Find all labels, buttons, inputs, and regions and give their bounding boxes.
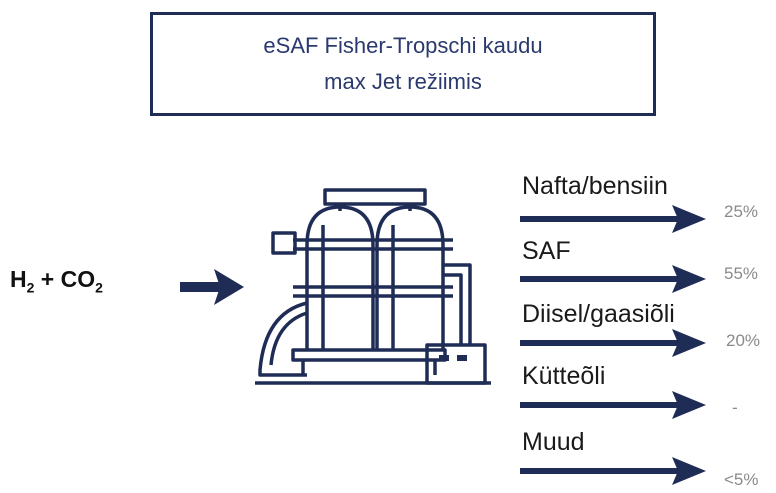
title-box: eSAF Fisher-Tropschi kaudu max Jet režii…: [150, 12, 656, 116]
product-share-nafta: 25%: [724, 202, 759, 221]
input-formula: H2 + CO2: [10, 266, 103, 296]
hydrogen-subscript: 2: [26, 279, 35, 296]
title-line-1: eSAF Fisher-Tropschi kaudu: [263, 33, 543, 58]
product-arrow-icon: [520, 329, 706, 357]
product-share-diisel: 20%: [726, 331, 761, 350]
product-label-kutteoli: Kütteõli: [522, 362, 606, 390]
product-label-muud: Muud: [522, 428, 585, 456]
product-share-saf: 55%: [724, 264, 759, 283]
input-arrow-icon: [180, 269, 244, 305]
hydrogen-symbol: H: [10, 266, 27, 292]
reactor-plant-icon: [255, 188, 491, 385]
product-label-saf: SAF: [522, 237, 571, 265]
product-arrow-icon: [520, 457, 706, 485]
product-share-kutteoli: -: [732, 398, 738, 417]
plus-sign: +: [34, 266, 61, 292]
product-label-nafta: Nafta/bensiin: [522, 172, 668, 200]
product-arrow-icon: [520, 265, 706, 293]
carbon-dioxide-symbol: CO: [60, 266, 96, 292]
product-label-diisel: Diisel/gaasiõli: [522, 300, 675, 328]
carbon-dioxide-subscript: 2: [95, 279, 103, 296]
title-line-2: max Jet režiimis: [324, 69, 482, 94]
product-arrow-icon: [520, 391, 706, 419]
product-share-muud: <5%: [724, 470, 759, 489]
product-arrow-icon: [520, 205, 706, 233]
